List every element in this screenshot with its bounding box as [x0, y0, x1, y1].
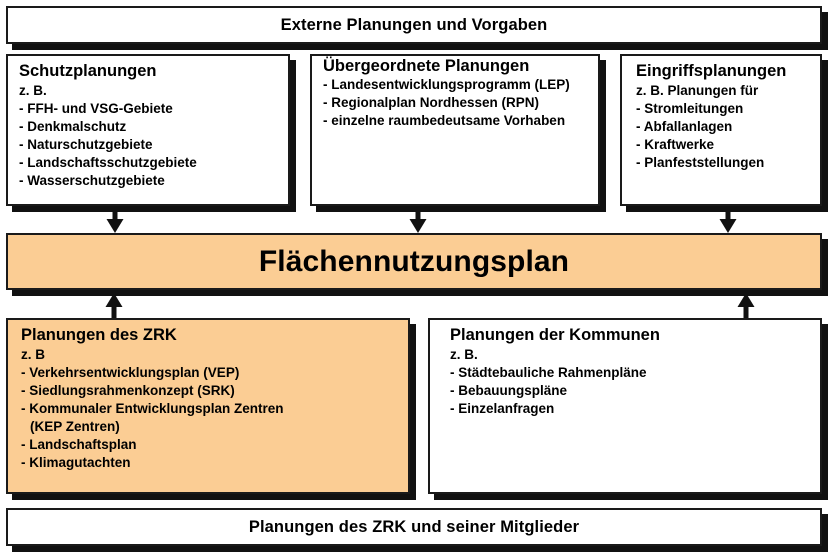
- list-item: - Kommunaler Entwicklungsplan Zentren: [21, 400, 284, 416]
- arrow-uebergeordnete-to-fnp: [409, 206, 427, 234]
- arrow-kommunen-to-fnp: [737, 292, 755, 320]
- list-item: - Klimagutachten: [21, 454, 131, 470]
- box-planungen-des-zrk-title: Planungen des ZRK: [21, 326, 177, 344]
- box-uebergeordnete-planungen-content: Übergeordnete Planungen - Landesentwickl…: [312, 56, 598, 136]
- box-uebergeordnete-planungen-title: Übergeordnete Planungen: [323, 57, 530, 75]
- list-item: - Wasserschutzgebiete: [19, 172, 165, 188]
- box-eingriffsplanungen-title: Eingriffsplanungen: [636, 62, 787, 80]
- box-schutzplanungen-content: Schutzplanungen z. B. - FFH- und VSG-Geb…: [8, 56, 288, 196]
- bottom-banner-planungen-zrk-mitglieder: Planungen des ZRK und seiner Mitglieder: [6, 508, 822, 546]
- bottom-banner-label: Planungen des ZRK und seiner Mitglieder: [248, 517, 580, 536]
- box-planungen-des-zrk: Planungen des ZRK z. B - Verkehrsentwick…: [6, 318, 410, 494]
- list-item: - Siedlungsrahmenkonzept (SRK): [21, 382, 235, 398]
- list-item: - Städtebauliche Rahmenpläne: [450, 364, 647, 380]
- list-item: - Abfallanlagen: [636, 118, 733, 134]
- list-item: - Naturschutzgebiete: [19, 136, 153, 152]
- list-item: - Bebauungspläne: [450, 382, 568, 398]
- box-schutzplanungen: Schutzplanungen z. B. - FFH- und VSG-Geb…: [6, 54, 290, 206]
- top-banner-externe-planungen: Externe Planungen und Vorgaben: [6, 6, 822, 44]
- list-item: - Landesentwicklungsprogramm (LEP): [323, 77, 570, 93]
- list-item: - Kraftwerke: [636, 136, 715, 152]
- list-item: - Denkmalschutz: [19, 118, 127, 134]
- list-item: - FFH- und VSG-Gebiete: [19, 100, 173, 116]
- box-schutzplanungen-list: - FFH- und VSG-Gebiete - Denkmalschutz -…: [19, 100, 278, 190]
- arrow-zrk-to-fnp: [105, 292, 123, 320]
- box-uebergeordnete-planungen-list: - Landesentwicklungsprogramm (LEP) - Reg…: [323, 76, 588, 130]
- box-eingriffsplanungen-content: Eingriffsplanungen z. B. Planungen für -…: [622, 56, 820, 178]
- box-planungen-des-zrk-content: Planungen des ZRK z. B - Verkehrsentwick…: [8, 320, 408, 477]
- box-schutzplanungen-title: Schutzplanungen: [19, 62, 157, 80]
- box-planungen-des-zrk-list: - Verkehrsentwicklungsplan (VEP) - Siedl…: [21, 364, 398, 472]
- box-eingriffsplanungen: Eingriffsplanungen z. B. Planungen für -…: [620, 54, 822, 206]
- center-banner-flaechennutzungsplan: Flächennutzungsplan: [6, 233, 822, 290]
- list-item: - Regionalplan Nordhessen (RPN): [323, 95, 540, 111]
- center-banner-label: Flächennutzungsplan: [258, 244, 570, 278]
- box-planungen-der-kommunen-title: Planungen der Kommunen: [450, 326, 660, 344]
- box-planungen-des-zrk-subtitle: z. B: [21, 347, 46, 363]
- list-item: - Verkehrsentwicklungsplan (VEP): [21, 364, 240, 380]
- list-item: - Einzelanfragen: [450, 400, 555, 416]
- box-eingriffsplanungen-list: - Stromleitungen - Abfallanlagen - Kraft…: [636, 100, 810, 172]
- box-planungen-der-kommunen-content: Planungen der Kommunen z. B. - Städtebau…: [430, 320, 820, 424]
- list-item: - Landschaftsschutzgebiete: [19, 154, 197, 170]
- list-item: - Landschaftsplan: [21, 436, 137, 452]
- arrow-schutzplanungen-to-fnp: [106, 206, 124, 234]
- list-item: - Stromleitungen: [636, 100, 744, 116]
- box-planungen-der-kommunen: Planungen der Kommunen z. B. - Städtebau…: [428, 318, 822, 494]
- arrow-eingriffsplanungen-to-fnp: [719, 206, 737, 234]
- list-item: - einzelne raumbedeutsame Vorhaben: [323, 113, 566, 129]
- box-schutzplanungen-subtitle: z. B.: [19, 83, 47, 99]
- top-banner-label: Externe Planungen und Vorgaben: [280, 15, 548, 34]
- box-planungen-der-kommunen-subtitle: z. B.: [450, 347, 478, 363]
- box-eingriffsplanungen-subtitle: z. B. Planungen für: [636, 83, 759, 99]
- box-uebergeordnete-planungen: Übergeordnete Planungen - Landesentwickl…: [310, 54, 600, 206]
- list-item: - Planfeststellungen: [636, 154, 765, 170]
- box-planungen-der-kommunen-list: - Städtebauliche Rahmenpläne - Bebauungs…: [450, 364, 810, 418]
- list-item-continuation: (KEP Zentren): [30, 418, 120, 434]
